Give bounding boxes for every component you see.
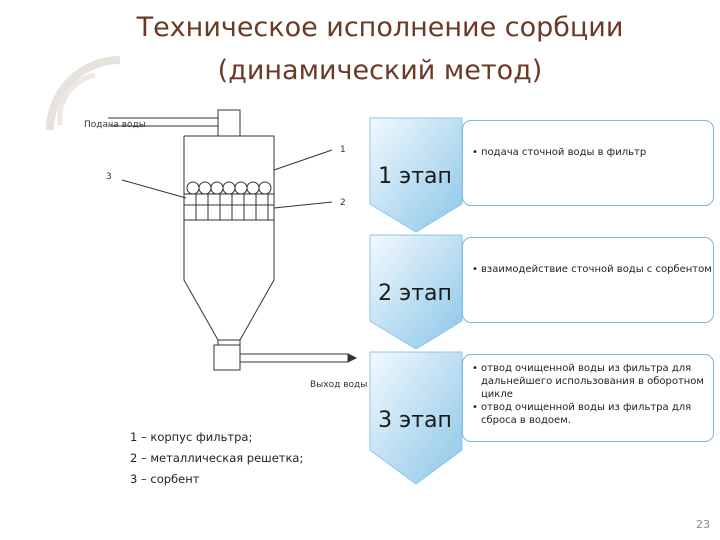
stage-1-box — [462, 120, 714, 206]
stage-3: 3 этап отвод очищенной воды из фильтра д… — [368, 350, 714, 488]
stage-2-chevron — [369, 234, 463, 350]
stage-1-chevron — [369, 117, 463, 233]
stage-3-chevron — [369, 351, 463, 485]
decorative-arcs — [46, 56, 120, 131]
callout-2: 2 — [340, 198, 346, 208]
stage-2: 2 этап взаимодействие сточной воды с сор… — [368, 233, 714, 371]
slide-title: Техническое исполнение сорбции (динамиче… — [60, 6, 700, 92]
title-line-1: Техническое исполнение сорбции — [136, 12, 624, 43]
stage-3-bullets: отвод очищенной воды из фильтра для даль… — [472, 362, 712, 427]
stage-1-label: 1 этап — [378, 164, 452, 189]
legend-item: 2 – металлическая решетка; — [130, 451, 304, 465]
page-number: 23 — [696, 518, 710, 531]
metal-grate — [184, 193, 274, 220]
outlet-label: Выход воды — [310, 380, 368, 390]
legend-item: 3 – сорбент — [130, 472, 200, 486]
inlet-label: Подача воды — [84, 120, 146, 130]
callout-1: 1 — [340, 145, 346, 155]
stage-1-bullets: подача сточной воды в фильтр — [472, 146, 712, 159]
title-line-2: (динамический метод) — [217, 55, 543, 86]
stage-2-bullets: взаимодействие сточной воды с сорбентом — [472, 263, 712, 276]
bullet-item: отвод очищенной воды из фильтра для даль… — [472, 362, 712, 401]
stage-2-label: 2 этап — [378, 281, 452, 306]
stage-1: 1 этап подача сточной воды в фильтр — [368, 116, 714, 254]
bullet-item: взаимодействие сточной воды с сорбентом — [472, 263, 712, 276]
bullet-item: отвод очищенной воды из фильтра для сбро… — [472, 401, 712, 427]
legend: 1 – корпус фильтра; 2 – металлическая ре… — [130, 427, 303, 490]
bullet-item: подача сточной воды в фильтр — [472, 146, 712, 159]
stage-2-box — [462, 237, 714, 323]
callout-3: 3 — [106, 172, 112, 182]
filter-diagram: Подача воды Выход воды 1 2 3 — [78, 100, 368, 404]
stage-3-label: 3 этап — [378, 408, 452, 433]
filter-body — [184, 135, 275, 226]
legend-item: 1 – корпус фильтра; — [130, 430, 253, 444]
filter-drawing — [108, 108, 358, 371]
sorbent-balls — [186, 181, 272, 195]
